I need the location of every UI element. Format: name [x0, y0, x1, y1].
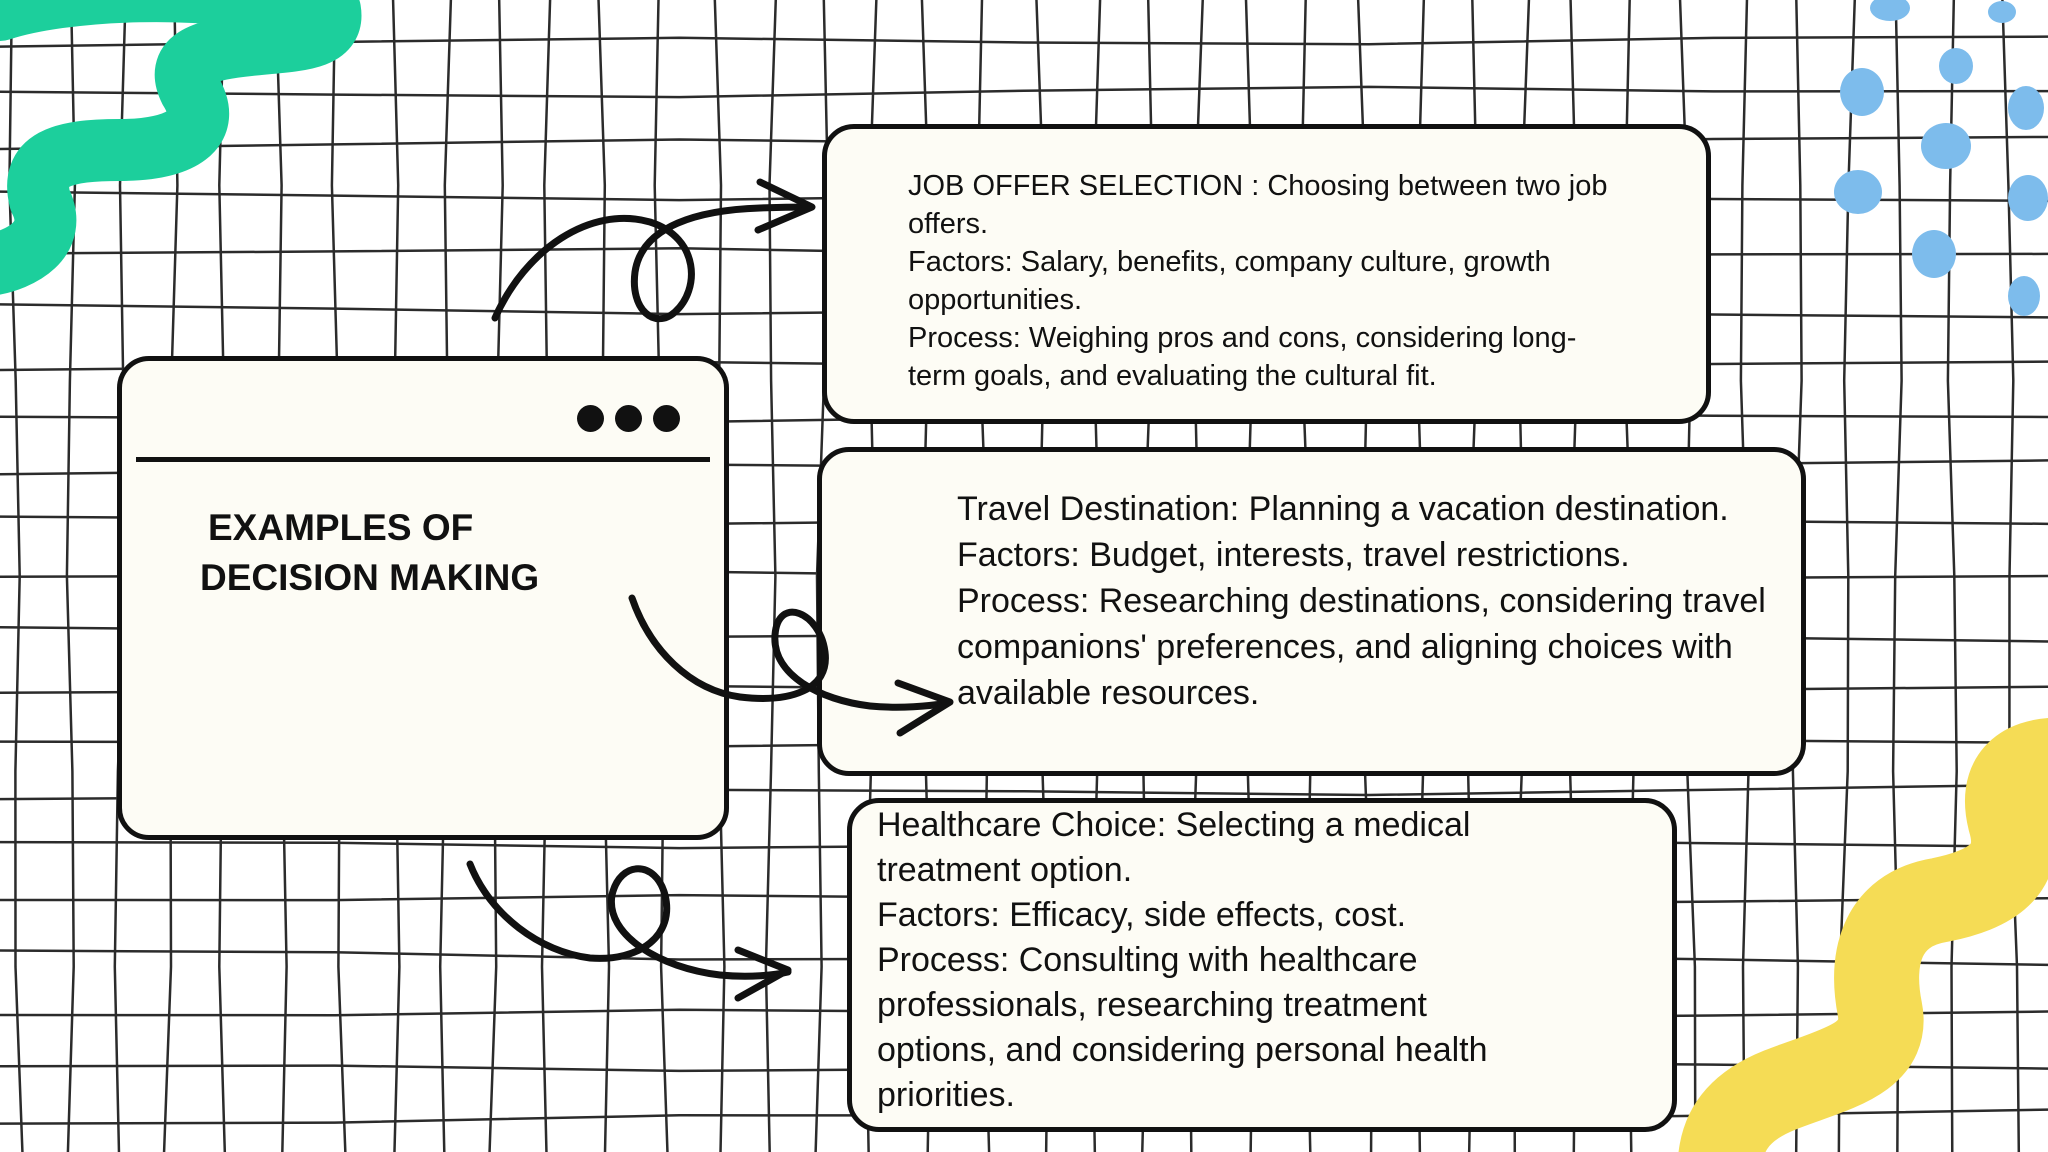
main-title-line: DECISION MAKING — [200, 557, 540, 598]
main-title-line: EXAMPLES OF — [208, 507, 474, 548]
travel-destination-card: Travel Destination: Planning a vacation … — [817, 447, 1806, 776]
travel-line: companions' preferences, and aligning ch… — [957, 628, 1733, 666]
job-offer-card: JOB OFFER SELECTION : Choosing between t… — [822, 124, 1711, 424]
travel-line: Process: Researching destinations, consi… — [957, 582, 1766, 620]
dot-icon — [615, 405, 642, 432]
dot-icon — [653, 405, 680, 432]
job-line: offers. — [908, 208, 989, 240]
health-line: Healthcare Choice: Selecting a medical — [877, 806, 1471, 844]
job-line: Process: Weighing pros and cons, conside… — [908, 322, 1577, 354]
blue-dot — [1912, 230, 1956, 278]
main-title: EXAMPLES OF DECISION MAKING — [200, 503, 660, 603]
travel-line: Travel Destination: Planning a vacation … — [957, 490, 1729, 528]
blue-dot — [1921, 123, 1971, 169]
travel-line: Factors: Budget, interests, travel restr… — [957, 536, 1630, 574]
job-line: JOB OFFER SELECTION : Choosing between t… — [908, 170, 1608, 202]
blue-dot — [2008, 276, 2040, 316]
job-line: opportunities. — [908, 284, 1083, 316]
healthcare-choice-card: Healthcare Choice: Selecting a medical t… — [847, 798, 1677, 1132]
grid-line-horizontal — [0, 85, 2048, 99]
blue-dot — [2008, 86, 2044, 130]
health-line: Process: Consulting with healthcare — [877, 941, 1418, 979]
dot-icon — [577, 405, 604, 432]
travel-line: available resources. — [957, 674, 1260, 712]
title-bar-divider — [136, 457, 710, 462]
health-line: options, and considering personal health — [877, 1031, 1488, 1069]
job-offer-text: JOB OFFER SELECTION : Choosing between t… — [908, 167, 1608, 395]
main-window-card: EXAMPLES OF DECISION MAKING — [117, 356, 729, 840]
health-text: Healthcare Choice: Selecting a medical t… — [877, 803, 1488, 1118]
travel-text: Travel Destination: Planning a vacation … — [957, 486, 1766, 716]
blue-dot — [1939, 48, 1973, 84]
blue-dot — [1840, 68, 1884, 116]
green-squiggle — [0, 0, 362, 295]
job-line: term goals, and evaluating the cultural … — [908, 360, 1437, 392]
health-line: priorities. — [877, 1076, 1015, 1114]
blue-dot — [1988, 1, 2016, 23]
blue-dots-decoration — [1834, 0, 2048, 316]
window-dots — [577, 405, 680, 432]
blue-dot — [1834, 170, 1882, 214]
health-line: professionals, researching treatment — [877, 986, 1427, 1024]
yellow-squiggle — [1678, 718, 2048, 1152]
grid-line-vertical — [764, 0, 778, 1152]
health-line: Factors: Efficacy, side effects, cost. — [877, 896, 1407, 934]
blue-dot — [1870, 0, 1910, 21]
blue-dot — [2008, 175, 2048, 221]
job-line: Factors: Salary, benefits, company cultu… — [908, 246, 1551, 278]
health-line: treatment option. — [877, 851, 1133, 889]
